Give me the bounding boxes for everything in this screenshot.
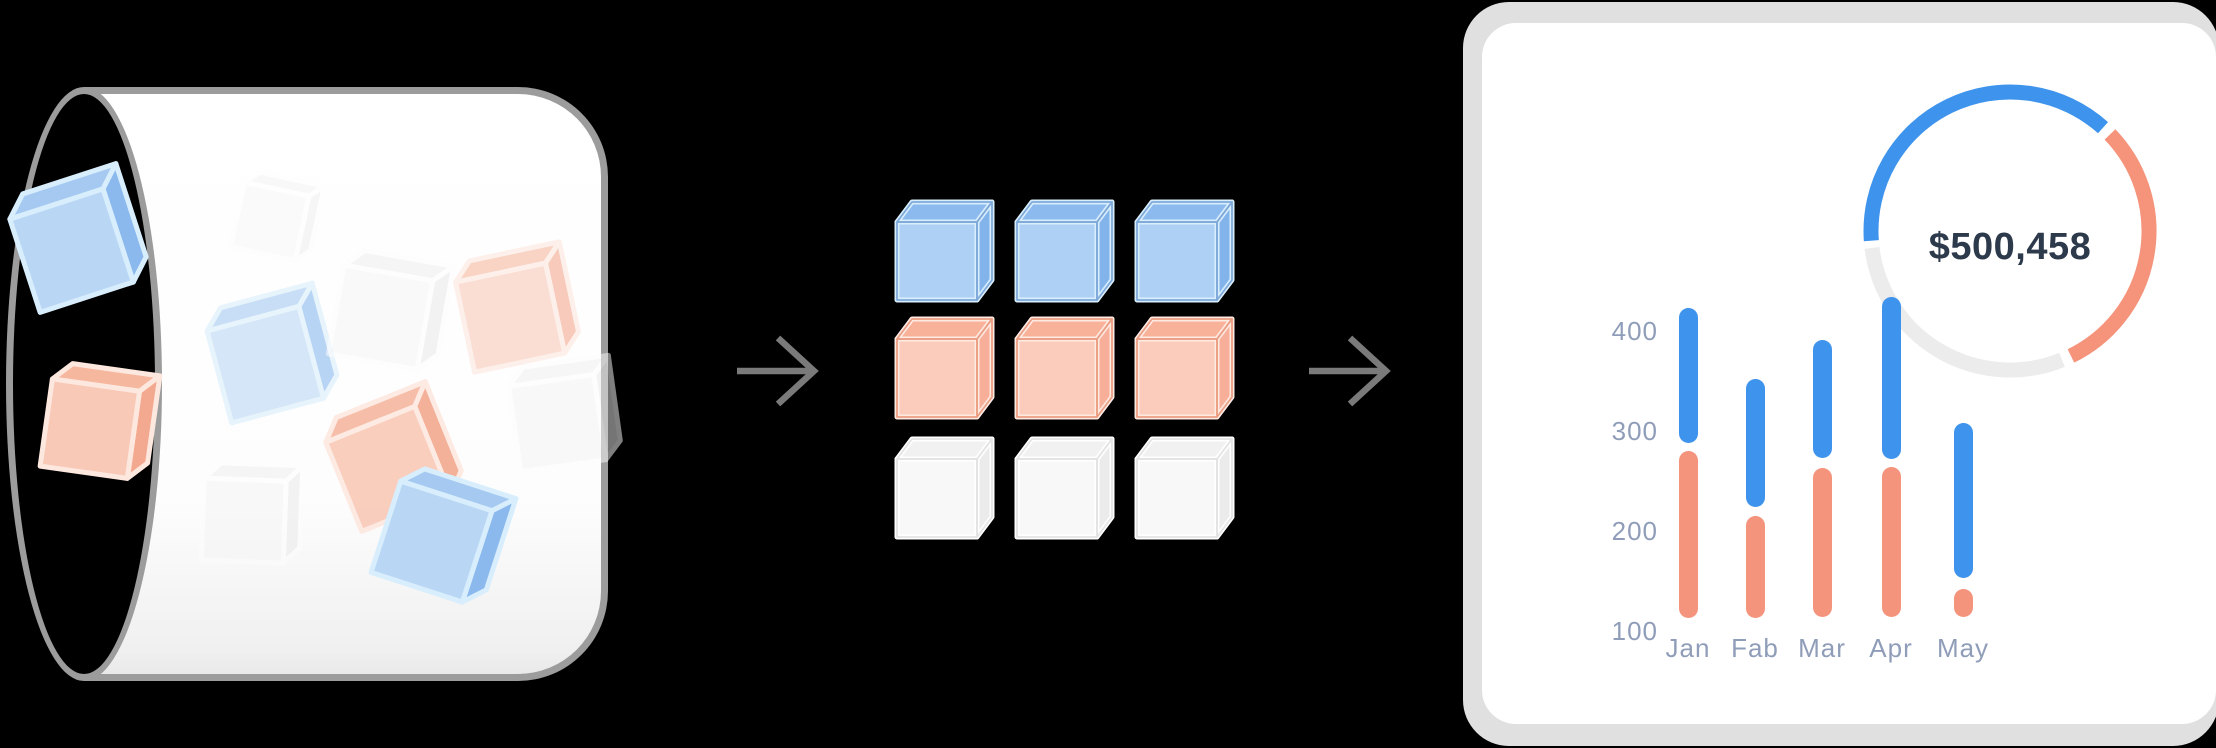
grid-cube-blue xyxy=(1134,199,1235,303)
bar-blue-apr xyxy=(1881,297,1901,459)
y-axis-tick-300: 300 xyxy=(1611,416,1658,446)
x-axis-label-fab: Fab xyxy=(1731,633,1779,663)
bar-salmon-may xyxy=(1953,589,1973,617)
y-axis-tick-100: 100 xyxy=(1611,616,1658,646)
total-value-label: $500,458 xyxy=(1928,226,2092,268)
flow-arrow-1 xyxy=(737,335,819,407)
scattered-cube-blue xyxy=(368,465,518,605)
bar-blue-mar xyxy=(1812,340,1832,458)
bar-salmon-fab xyxy=(1745,516,1765,618)
scattered-cube-salmon xyxy=(37,361,163,481)
bar-blue-jan xyxy=(1678,308,1698,443)
scattered-cube-salmon xyxy=(453,239,581,375)
grid-cube-blue xyxy=(894,199,995,303)
grid-cube-salmon xyxy=(894,316,995,420)
grid-cube-white xyxy=(894,436,995,540)
y-axis-tick-200: 200 xyxy=(1611,516,1658,546)
scattered-cube-blue xyxy=(204,280,340,426)
grid-cube-white xyxy=(1014,436,1115,540)
grid-cube-blue xyxy=(1014,199,1115,303)
bar-blue-fab xyxy=(1745,379,1765,507)
bar-salmon-mar xyxy=(1812,468,1832,617)
scattered-cube-white xyxy=(198,460,306,566)
grid-cube-salmon xyxy=(1134,316,1235,420)
scattered-cube-blue xyxy=(7,161,149,315)
scattered-cube-white xyxy=(505,352,623,474)
grid-cube-salmon xyxy=(1014,316,1115,420)
scattered-cube-white xyxy=(325,248,457,372)
x-axis-label-apr: Apr xyxy=(1869,633,1913,663)
x-axis-label-jan: Jan xyxy=(1665,633,1711,663)
flow-arrow-2 xyxy=(1309,335,1391,407)
scattered-cube-white xyxy=(227,169,327,263)
grid-cube-white xyxy=(1134,436,1235,540)
bar-salmon-jan xyxy=(1678,451,1698,618)
x-axis-label-may: May xyxy=(1936,633,1990,663)
y-axis-tick-400: 400 xyxy=(1611,316,1658,346)
bar-blue-may xyxy=(1953,423,1973,578)
bar-salmon-apr xyxy=(1881,467,1901,617)
card-surface xyxy=(1482,23,2216,724)
x-axis-label-mar: Mar xyxy=(1798,633,1846,663)
